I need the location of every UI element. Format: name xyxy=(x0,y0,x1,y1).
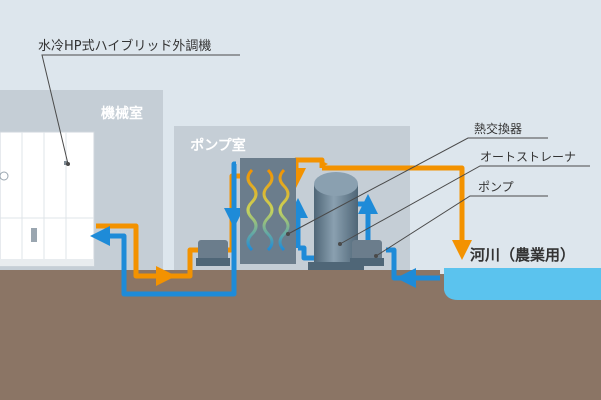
hvac-unit xyxy=(0,131,95,267)
heat-exchanger-label: 熱交換器 xyxy=(474,121,522,136)
callout-lines xyxy=(41,54,590,257)
pump-room-label: ポンプ室 xyxy=(190,137,246,154)
warm-arrow-head xyxy=(320,160,328,168)
cool-water-pipe xyxy=(90,161,440,297)
hvac-unit-label: 水冷HP式ハイブリッド外調機 xyxy=(38,38,211,54)
auto-strainer-label: オートストレーナ xyxy=(480,150,576,164)
heat-exchanger-callout-dot xyxy=(286,232,290,236)
river-label: 河川（農業用） xyxy=(470,246,575,264)
heat-exchanger xyxy=(240,158,296,264)
pump-label: ポンプ xyxy=(478,180,514,194)
auto-strainer-tank xyxy=(308,172,364,270)
river xyxy=(440,244,601,300)
pump-right xyxy=(350,240,384,266)
strainer-callout-dot xyxy=(338,242,342,246)
pump-left xyxy=(196,240,230,266)
pump-callout-dot xyxy=(374,254,378,258)
hvac-callout-dot xyxy=(66,162,70,166)
machine-room-label: 機械室 xyxy=(101,105,143,122)
